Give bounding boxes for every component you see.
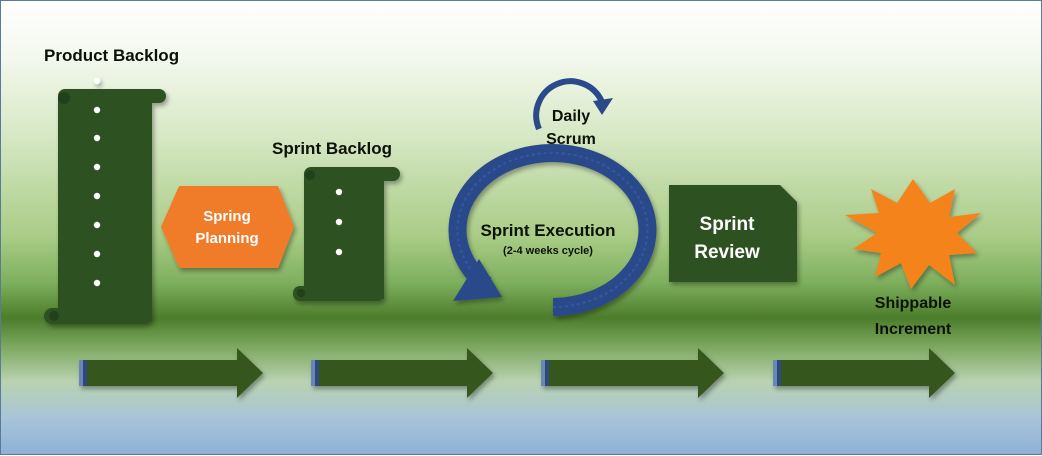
daily-scrum-cycle-arrow [533, 78, 613, 131]
timeline-arrow-2 [311, 348, 493, 398]
sprint-backlog-items [335, 188, 343, 256]
sprint-execution-subtitle: (2-4 weeks cycle) [503, 245, 593, 257]
daily-scrum-label: Daily Scrum [546, 108, 596, 148]
shippable-increment-burst [845, 179, 981, 289]
spring-planning-hexagon [161, 186, 294, 268]
sprint-backlog-scroll [293, 167, 400, 301]
sprint-backlog-label: Sprint Backlog [272, 139, 392, 158]
timeline-arrow-1 [79, 348, 263, 398]
spring-planning-label: Spring Planning [195, 208, 259, 247]
sprint-review-label: Sprint Review [694, 214, 760, 263]
shippable-increment-label: Shippable Increment [874, 295, 952, 338]
timeline-arrow-4 [773, 348, 955, 398]
sprint-execution-label: Sprint Execution [480, 221, 616, 240]
product-backlog-label: Product Backlog [44, 46, 180, 65]
timeline-arrows [79, 348, 955, 398]
product-backlog-items [93, 77, 101, 287]
timeline-arrow-3 [541, 348, 724, 398]
sprint-review-box [669, 185, 797, 282]
sprint-execution-cycle-arrow [448, 144, 657, 316]
product-backlog-scroll [44, 77, 166, 324]
